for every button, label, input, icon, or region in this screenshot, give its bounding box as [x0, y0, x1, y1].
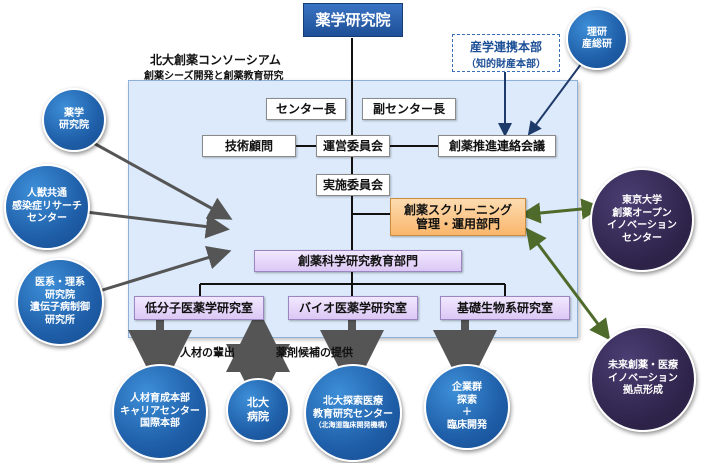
- riken-circle: 理研 産総研: [566, 8, 628, 70]
- genetic-disease-institute-circle: 医系・理系 研究院 遺伝子病制御 研究所: [16, 258, 104, 346]
- vice-center-head-box: 副センター長: [362, 98, 456, 120]
- pharm-institute-circle: 薬学 研究院: [42, 88, 106, 152]
- future-innovation-circle: 未来創薬・医療 イノベーション 拠点形成: [590, 326, 696, 432]
- lab-small-molecule-box: 低分子医薬学研究室: [134, 296, 264, 320]
- execution-committee-box: 実施委員会: [316, 174, 390, 196]
- tokyo-university-circle: 東京大学 創薬オープン イノベーション センター: [590, 168, 694, 272]
- industry-liaison-box: 産学連携本部 （知的財産本部）: [452, 34, 560, 72]
- hr-development-circle: 人材育成本部 キャリアセンター 国際本部: [112, 364, 208, 460]
- hokudai-research-center-sublabel: （北海道臨床開発機構）: [314, 421, 392, 430]
- companies-circle: 企業群 探索 ＋ 臨床開発: [424, 364, 510, 450]
- education-department-box: 創薬科学研究教育部門: [254, 250, 462, 272]
- promotion-council-box: 創薬推進連絡会議: [438, 135, 556, 157]
- lab-bio-box: バイオ医薬学研究室: [288, 296, 418, 320]
- hospital-circle: 北大 病院: [226, 378, 290, 442]
- consortium-subtitle: 創薬シーズ開発と創薬教育研究: [144, 71, 284, 82]
- screening-department-box: 創薬スクリーニング 管理・運用部門: [390, 198, 526, 236]
- consortium-title: 北大創薬コンソーシアム: [150, 53, 281, 67]
- top-box-pharmaceutical-institute: 薬学研究院: [303, 3, 403, 37]
- center-head-box: センター長: [266, 98, 346, 120]
- zoonosis-center-circle: 人獣共通 感染症リサーチ センター: [4, 164, 90, 250]
- hokudai-research-center-label: 北大探索医療 教育研究センター: [313, 396, 393, 420]
- talent-output-label: 人材の輩出: [180, 346, 235, 359]
- lab-basic-bio-box: 基礎生物系研究室: [440, 296, 570, 320]
- tech-advisor-box: 技術顧問: [202, 135, 296, 157]
- industry-liaison-subtitle: （知的財産本部）: [466, 59, 546, 70]
- drug-candidate-label: 薬剤候補の提供: [276, 346, 353, 359]
- industry-liaison-title: 産学連携本部: [469, 40, 542, 54]
- steering-committee-box: 運営委員会: [316, 135, 390, 157]
- hokudai-research-center-circle: 北大探索医療 教育研究センター （北海道臨床開発機構）: [304, 364, 402, 462]
